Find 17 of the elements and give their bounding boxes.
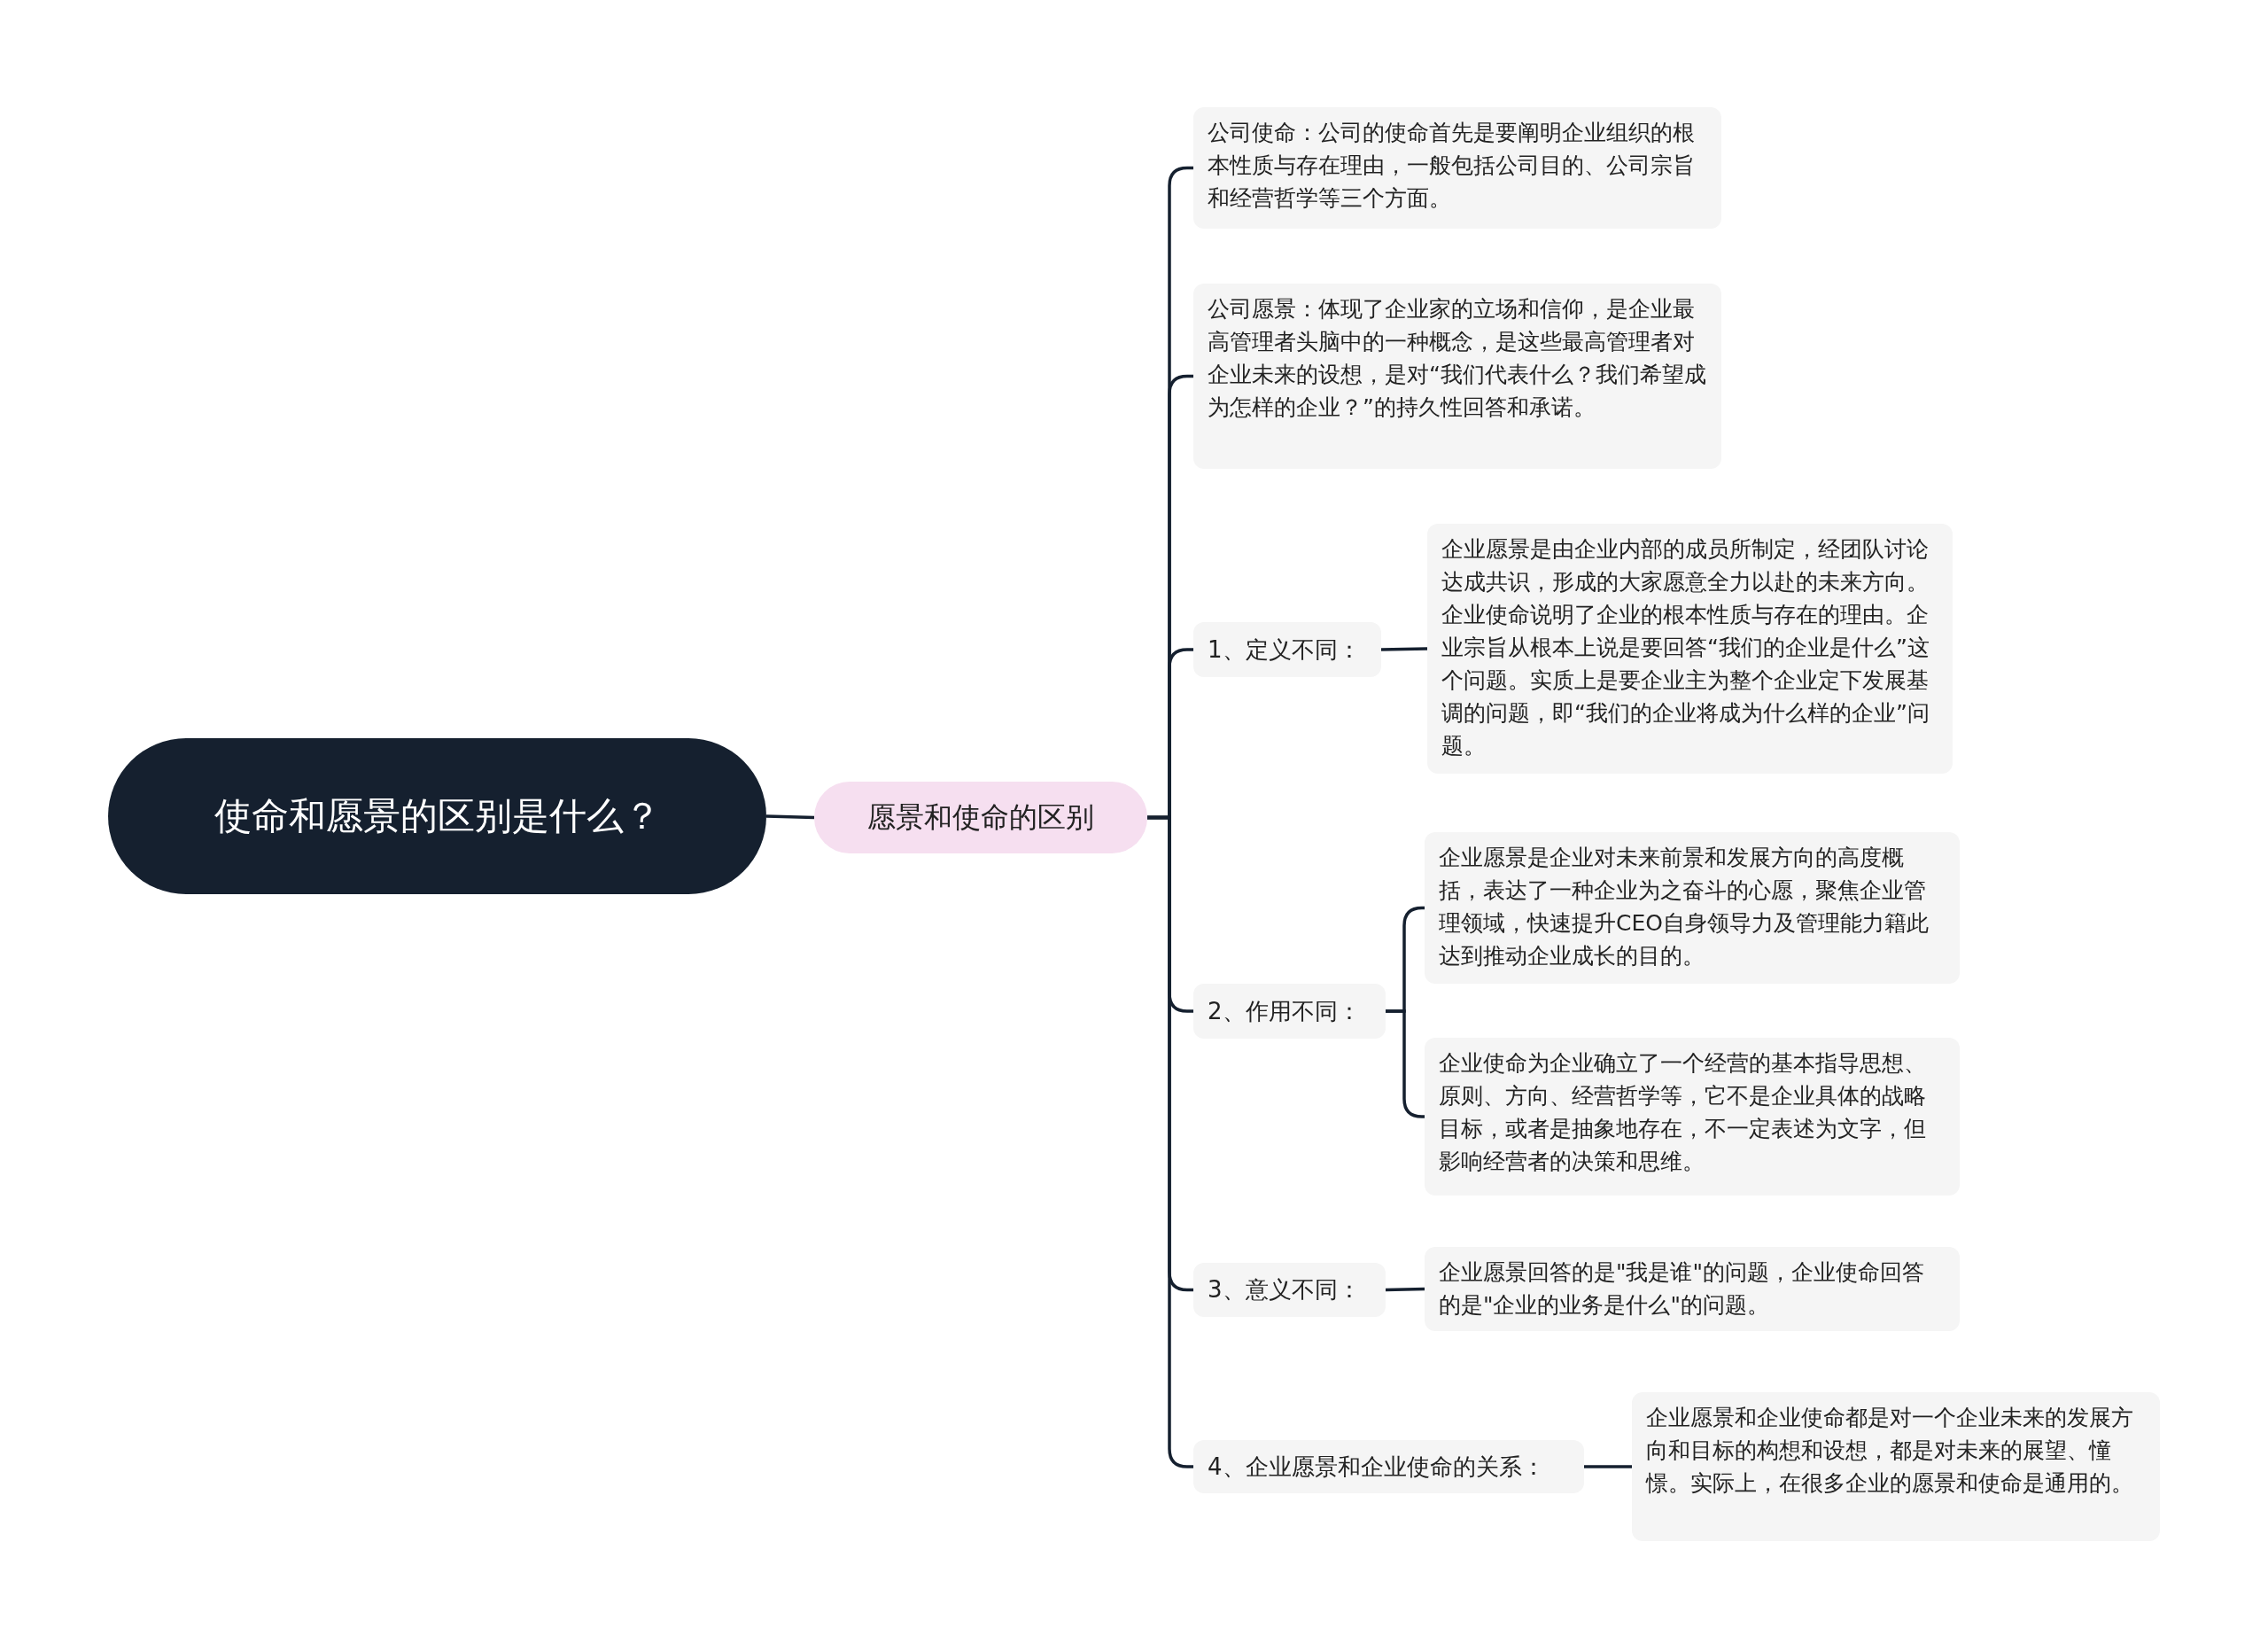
connector-line xyxy=(1385,1287,1425,1292)
text-box: 企业愿景是由企业内部的成员所制定，经团队讨论达成共识，形成的大家愿意全力以赴的未来方向。企业使命说明了企业的根本性质与存在的理由。企业宗旨从根本上说是要回答“我们的企业是什么”这个问题。实质上是要企业主为整个企业定下发展基调的问题，即“我们的企业将成为什么样的企业”问题。 xyxy=(1427,524,1953,774)
connector-line xyxy=(1584,1465,1632,1468)
branch-label: 1、定义不同： xyxy=(1193,622,1381,677)
text-box: 公司愿景：体现了企业家的立场和信仰，是企业最高管理者头脑中的一种概念，是这些最高管理者对企业未来的设想，是对“我们代表什么？我们希望成为怎样的企业？”的持久性回答和承诺。 xyxy=(1193,284,1721,469)
topic-box: 愿景和使命的区别 xyxy=(814,782,1147,853)
branch-label: 3、意义不同： xyxy=(1193,1263,1386,1317)
text-box: 企业愿景回答的是"我是谁"的问题，企业使命回答的是"企业的业务是什么"的问题。 xyxy=(1425,1247,1960,1331)
text-box: 企业愿景和企业使命都是对一个企业未来的发展方向和目标的构想和设想，都是对未来的展望、憧憬。实际上，在很多企业的愿景和使命是通用的。 xyxy=(1632,1392,2160,1541)
branch-label: 2、作用不同： xyxy=(1193,984,1386,1039)
connector-line xyxy=(765,814,815,820)
root-node: 使命和愿景的区别是什么？ xyxy=(108,738,766,894)
connector-line xyxy=(1380,647,1428,651)
text-box: 公司使命：公司的使命首先是要阐明企业组织的根本性质与存在理由，一般包括公司目的、公司宗旨和经营哲学等三个方面。 xyxy=(1193,107,1721,229)
text-box: 企业使命为企业确立了一个经营的基本指导思想、原则、方向、经营哲学等，它不是企业具体的战略目标，或者是抽象地存在，不一定表述为文字，但影响经营者的决策和思维。 xyxy=(1425,1038,1960,1195)
text-box: 企业愿景是企业对未来前景和发展方向的高度概括，表达了一种企业为之奋斗的心愿，聚焦企业管理领域，快速提升CEO自身领导力及管理能力籍此达到推动企业成长的目的。 xyxy=(1425,832,1960,984)
branch-label: 4、企业愿景和企业使命的关系： xyxy=(1193,1440,1584,1493)
